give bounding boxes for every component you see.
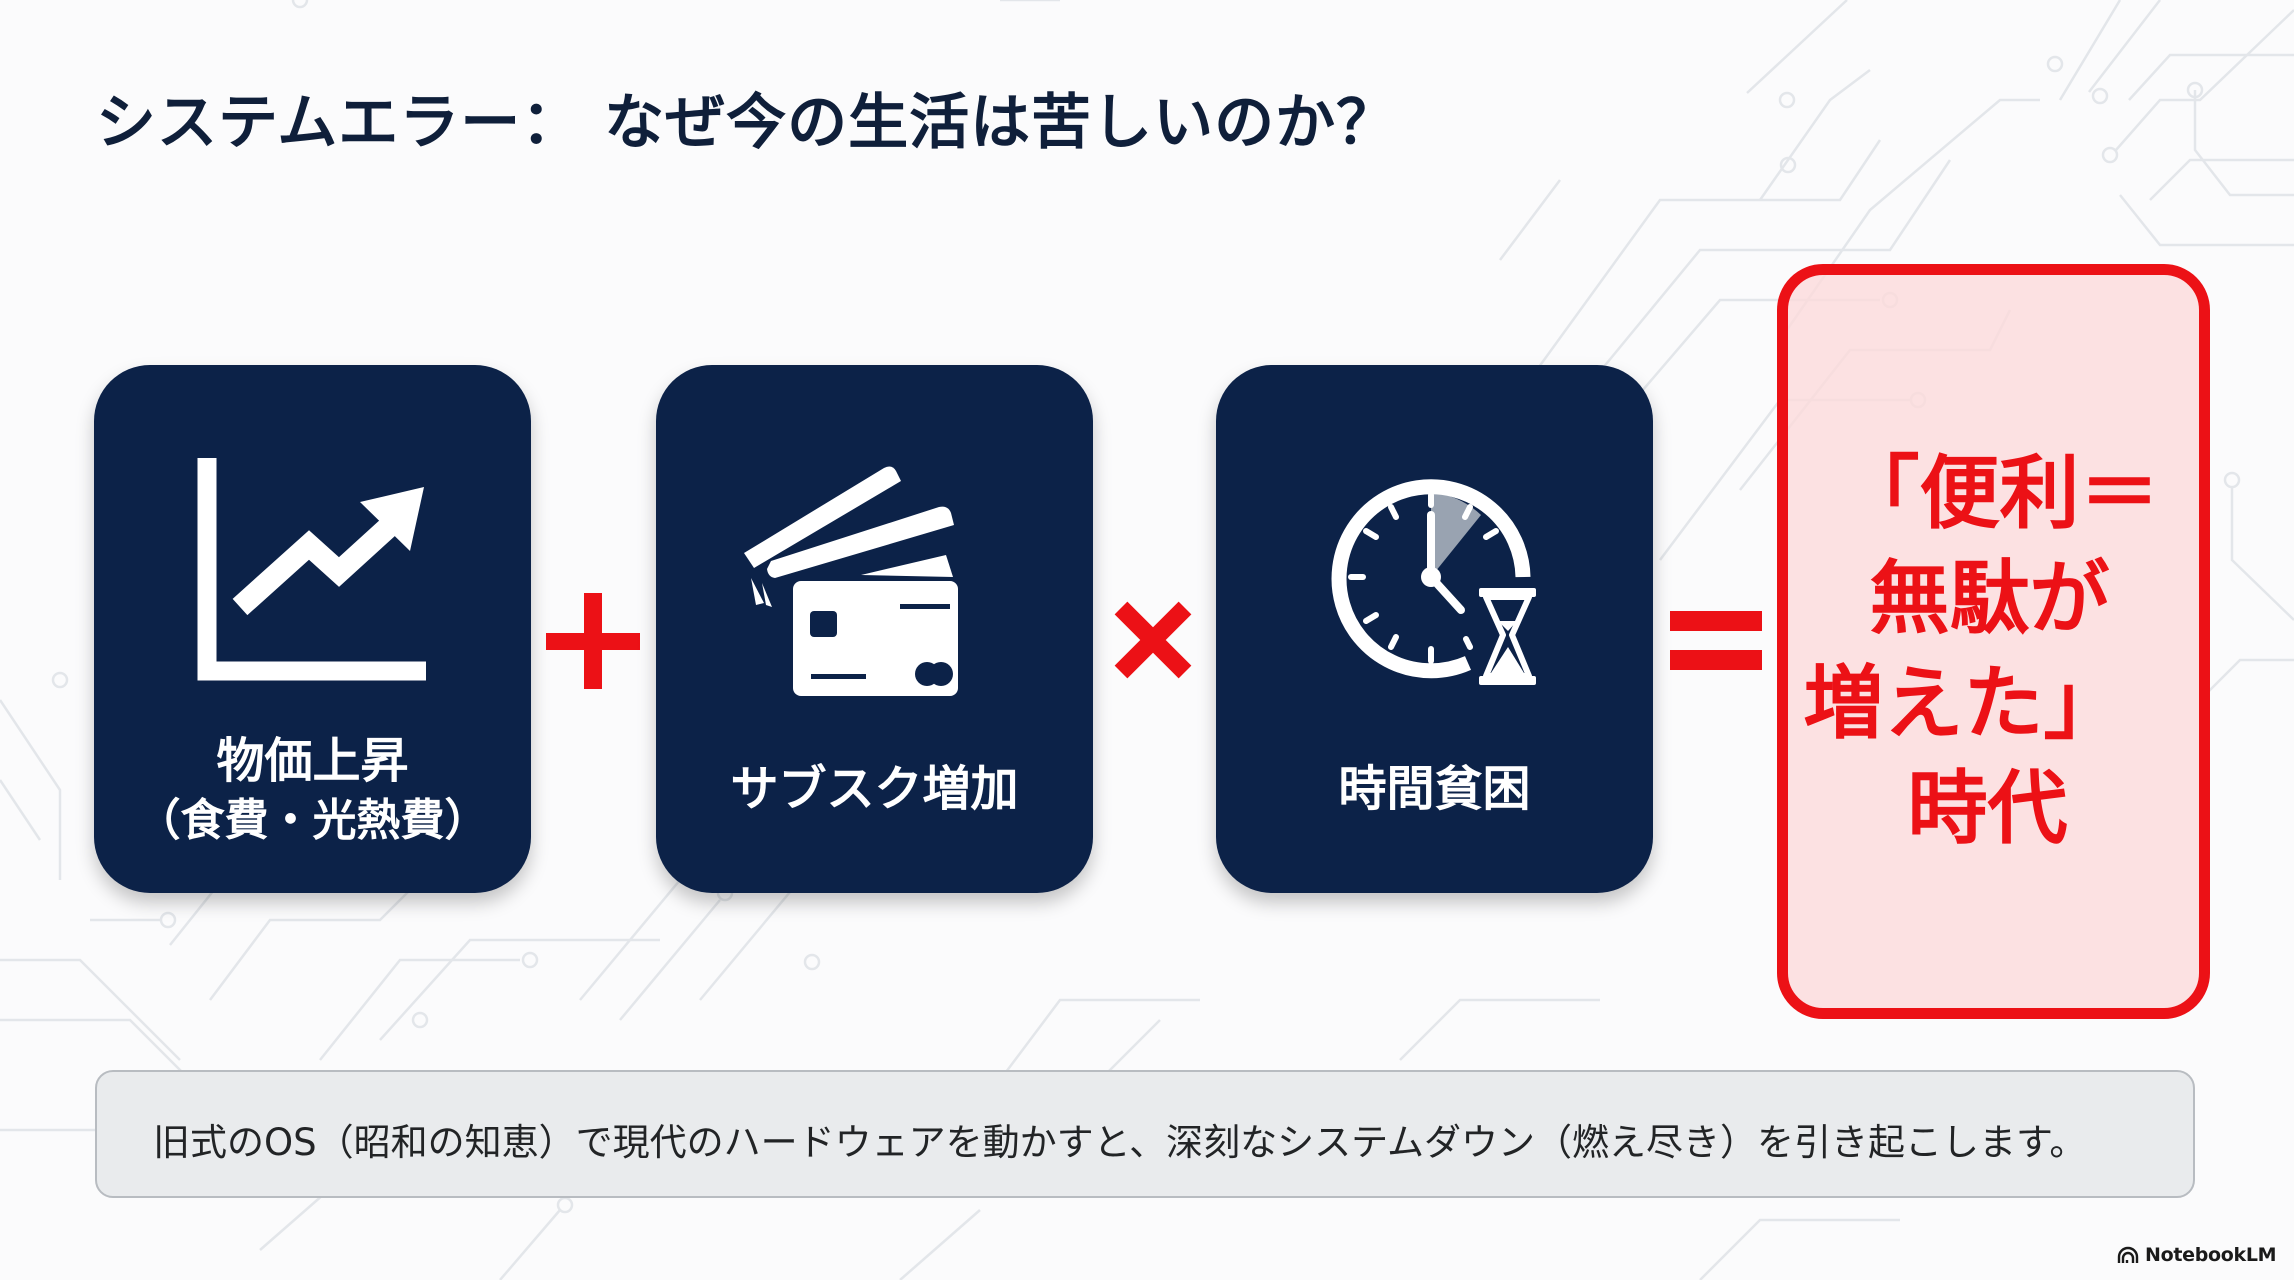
notebooklm-logo-icon [2117, 1246, 2139, 1263]
explanation-text: 旧式のOS（昭和の知恵）で現代のハードウェアを動かすと、深刻なシステムダウン（燃… [153, 1121, 2087, 1164]
slide-title: システムエラー： なぜ今の生活は苦しいのか？ [96, 88, 1398, 158]
clock-hourglass-icon [1331, 479, 1536, 685]
card-label: 時間貧困 [1338, 761, 1531, 817]
multiply-icon [1114, 601, 1192, 679]
card-time-poverty: 時間貧困 [1216, 365, 1653, 893]
plus-icon [546, 593, 640, 689]
card-label: サブスク増加 [730, 761, 1019, 817]
notebooklm-watermark: NotebookLM [2117, 1242, 2277, 1268]
card-sublabel: （食費・光熱費） [136, 795, 489, 846]
result-line-1: 「便利＝ [1839, 447, 2160, 540]
rising-chart-icon [197, 458, 426, 681]
equals-icon [1670, 611, 1762, 670]
result-box: 「便利＝ 無駄が 増えた」 時代 [1777, 264, 2210, 1019]
result-line-4: 時代 [1907, 762, 2068, 855]
card-price-increase: 物価上昇 （食費・光熱費） [94, 365, 531, 893]
card-label: 物価上昇 [216, 733, 409, 789]
result-line-2: 無駄が [1869, 552, 2110, 645]
result-line-3: 増えた」 [1803, 657, 2124, 750]
brand-label: NotebookLM [2145, 1244, 2277, 1266]
credit-cards-icon [744, 466, 958, 696]
card-subscription-increase: サブスク増加 [656, 365, 1093, 893]
explanation-note: 旧式のOS（昭和の知恵）で現代のハードウェアを動かすと、深刻なシステムダウン（燃… [95, 1070, 2195, 1198]
